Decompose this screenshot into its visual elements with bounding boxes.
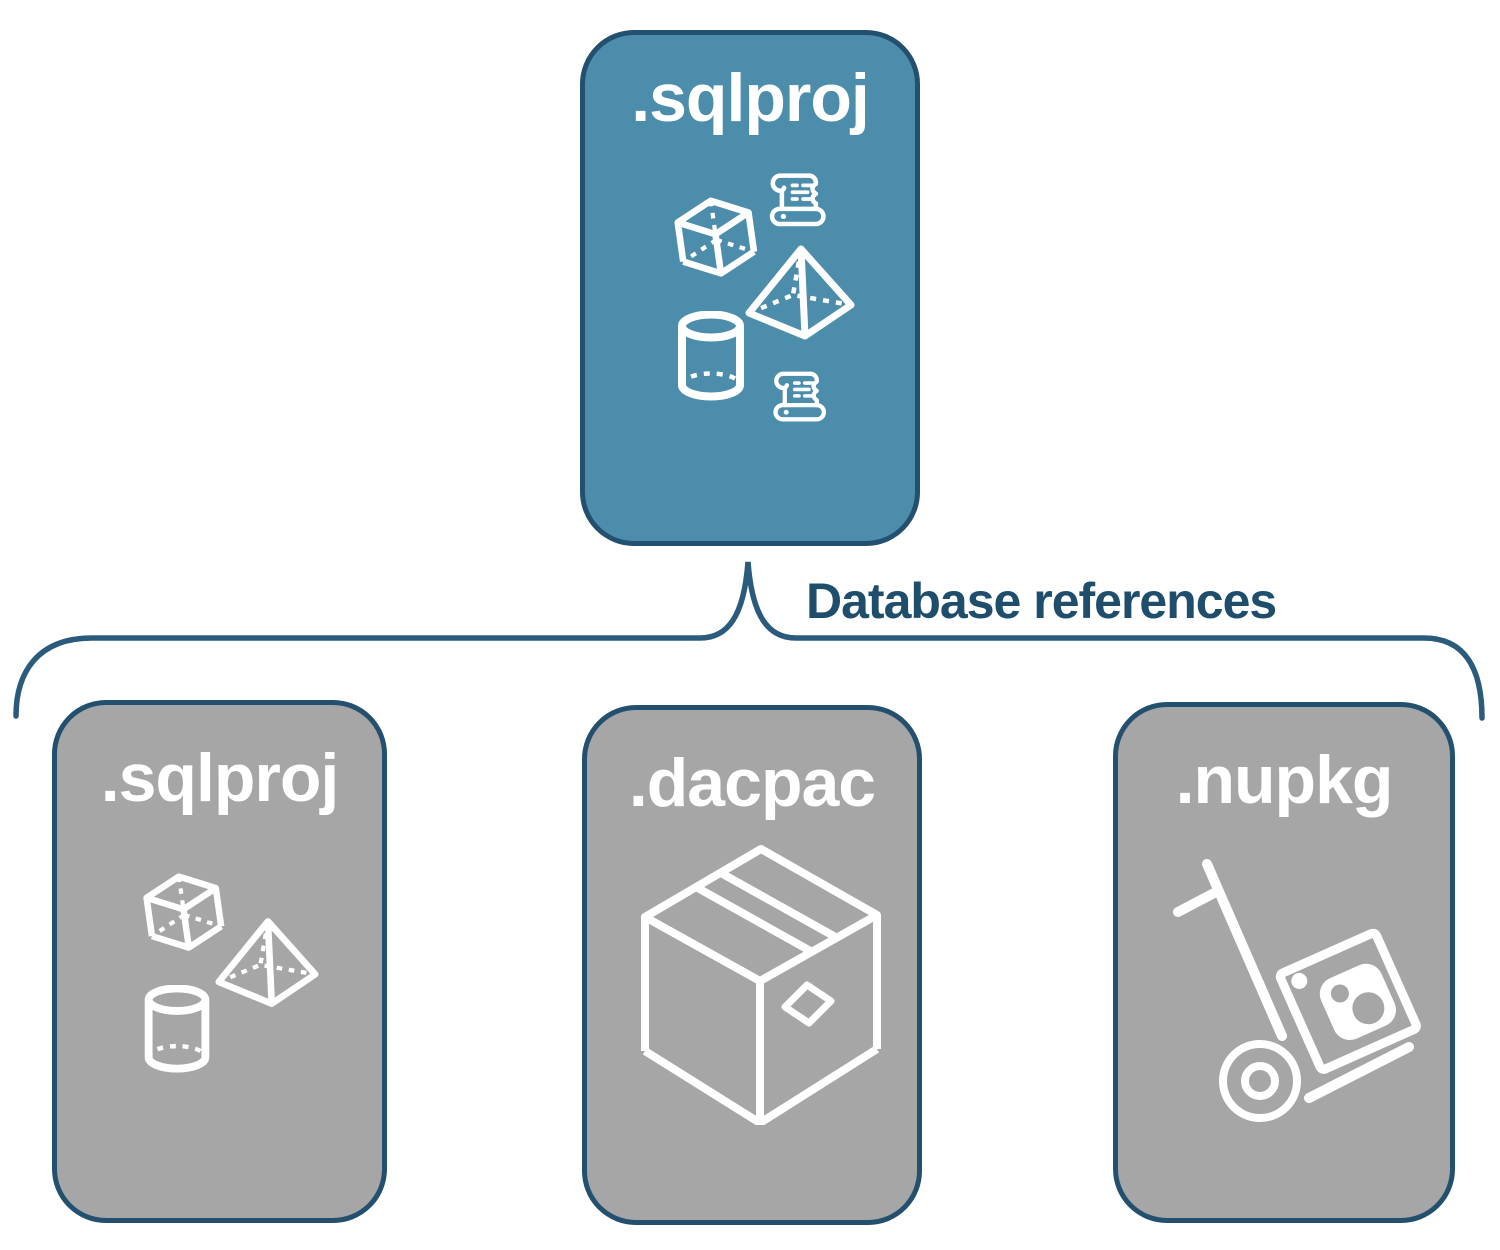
reference-box-title: .sqlproj bbox=[100, 740, 340, 816]
cylinder-icon bbox=[144, 985, 210, 1073]
cube-icon bbox=[143, 873, 225, 951]
scroll-icon bbox=[773, 371, 826, 422]
reference-box-title: .nupkg bbox=[1175, 742, 1394, 818]
parent-box-sqlproj: .sqlproj bbox=[580, 30, 920, 546]
cylinder-icon bbox=[678, 311, 744, 401]
brace-path bbox=[13, 561, 1485, 721]
pyramid-icon bbox=[215, 918, 319, 1007]
database-references-label: Database references bbox=[806, 573, 1277, 629]
reference-box-sqlproj: .sqlproj bbox=[52, 700, 387, 1223]
parent-box-title: .sqlproj bbox=[631, 60, 870, 136]
pyramid-icon bbox=[745, 245, 855, 340]
reference-box-title: .dacpac bbox=[628, 745, 876, 821]
package-box-icon bbox=[641, 845, 881, 1125]
reference-box-nupkg: .nupkg bbox=[1113, 702, 1455, 1223]
nuget-handtruck-icon bbox=[1173, 859, 1421, 1122]
cube-icon bbox=[674, 197, 758, 277]
scroll-icon bbox=[769, 173, 826, 227]
reference-box-dacpac: .dacpac bbox=[582, 705, 922, 1225]
